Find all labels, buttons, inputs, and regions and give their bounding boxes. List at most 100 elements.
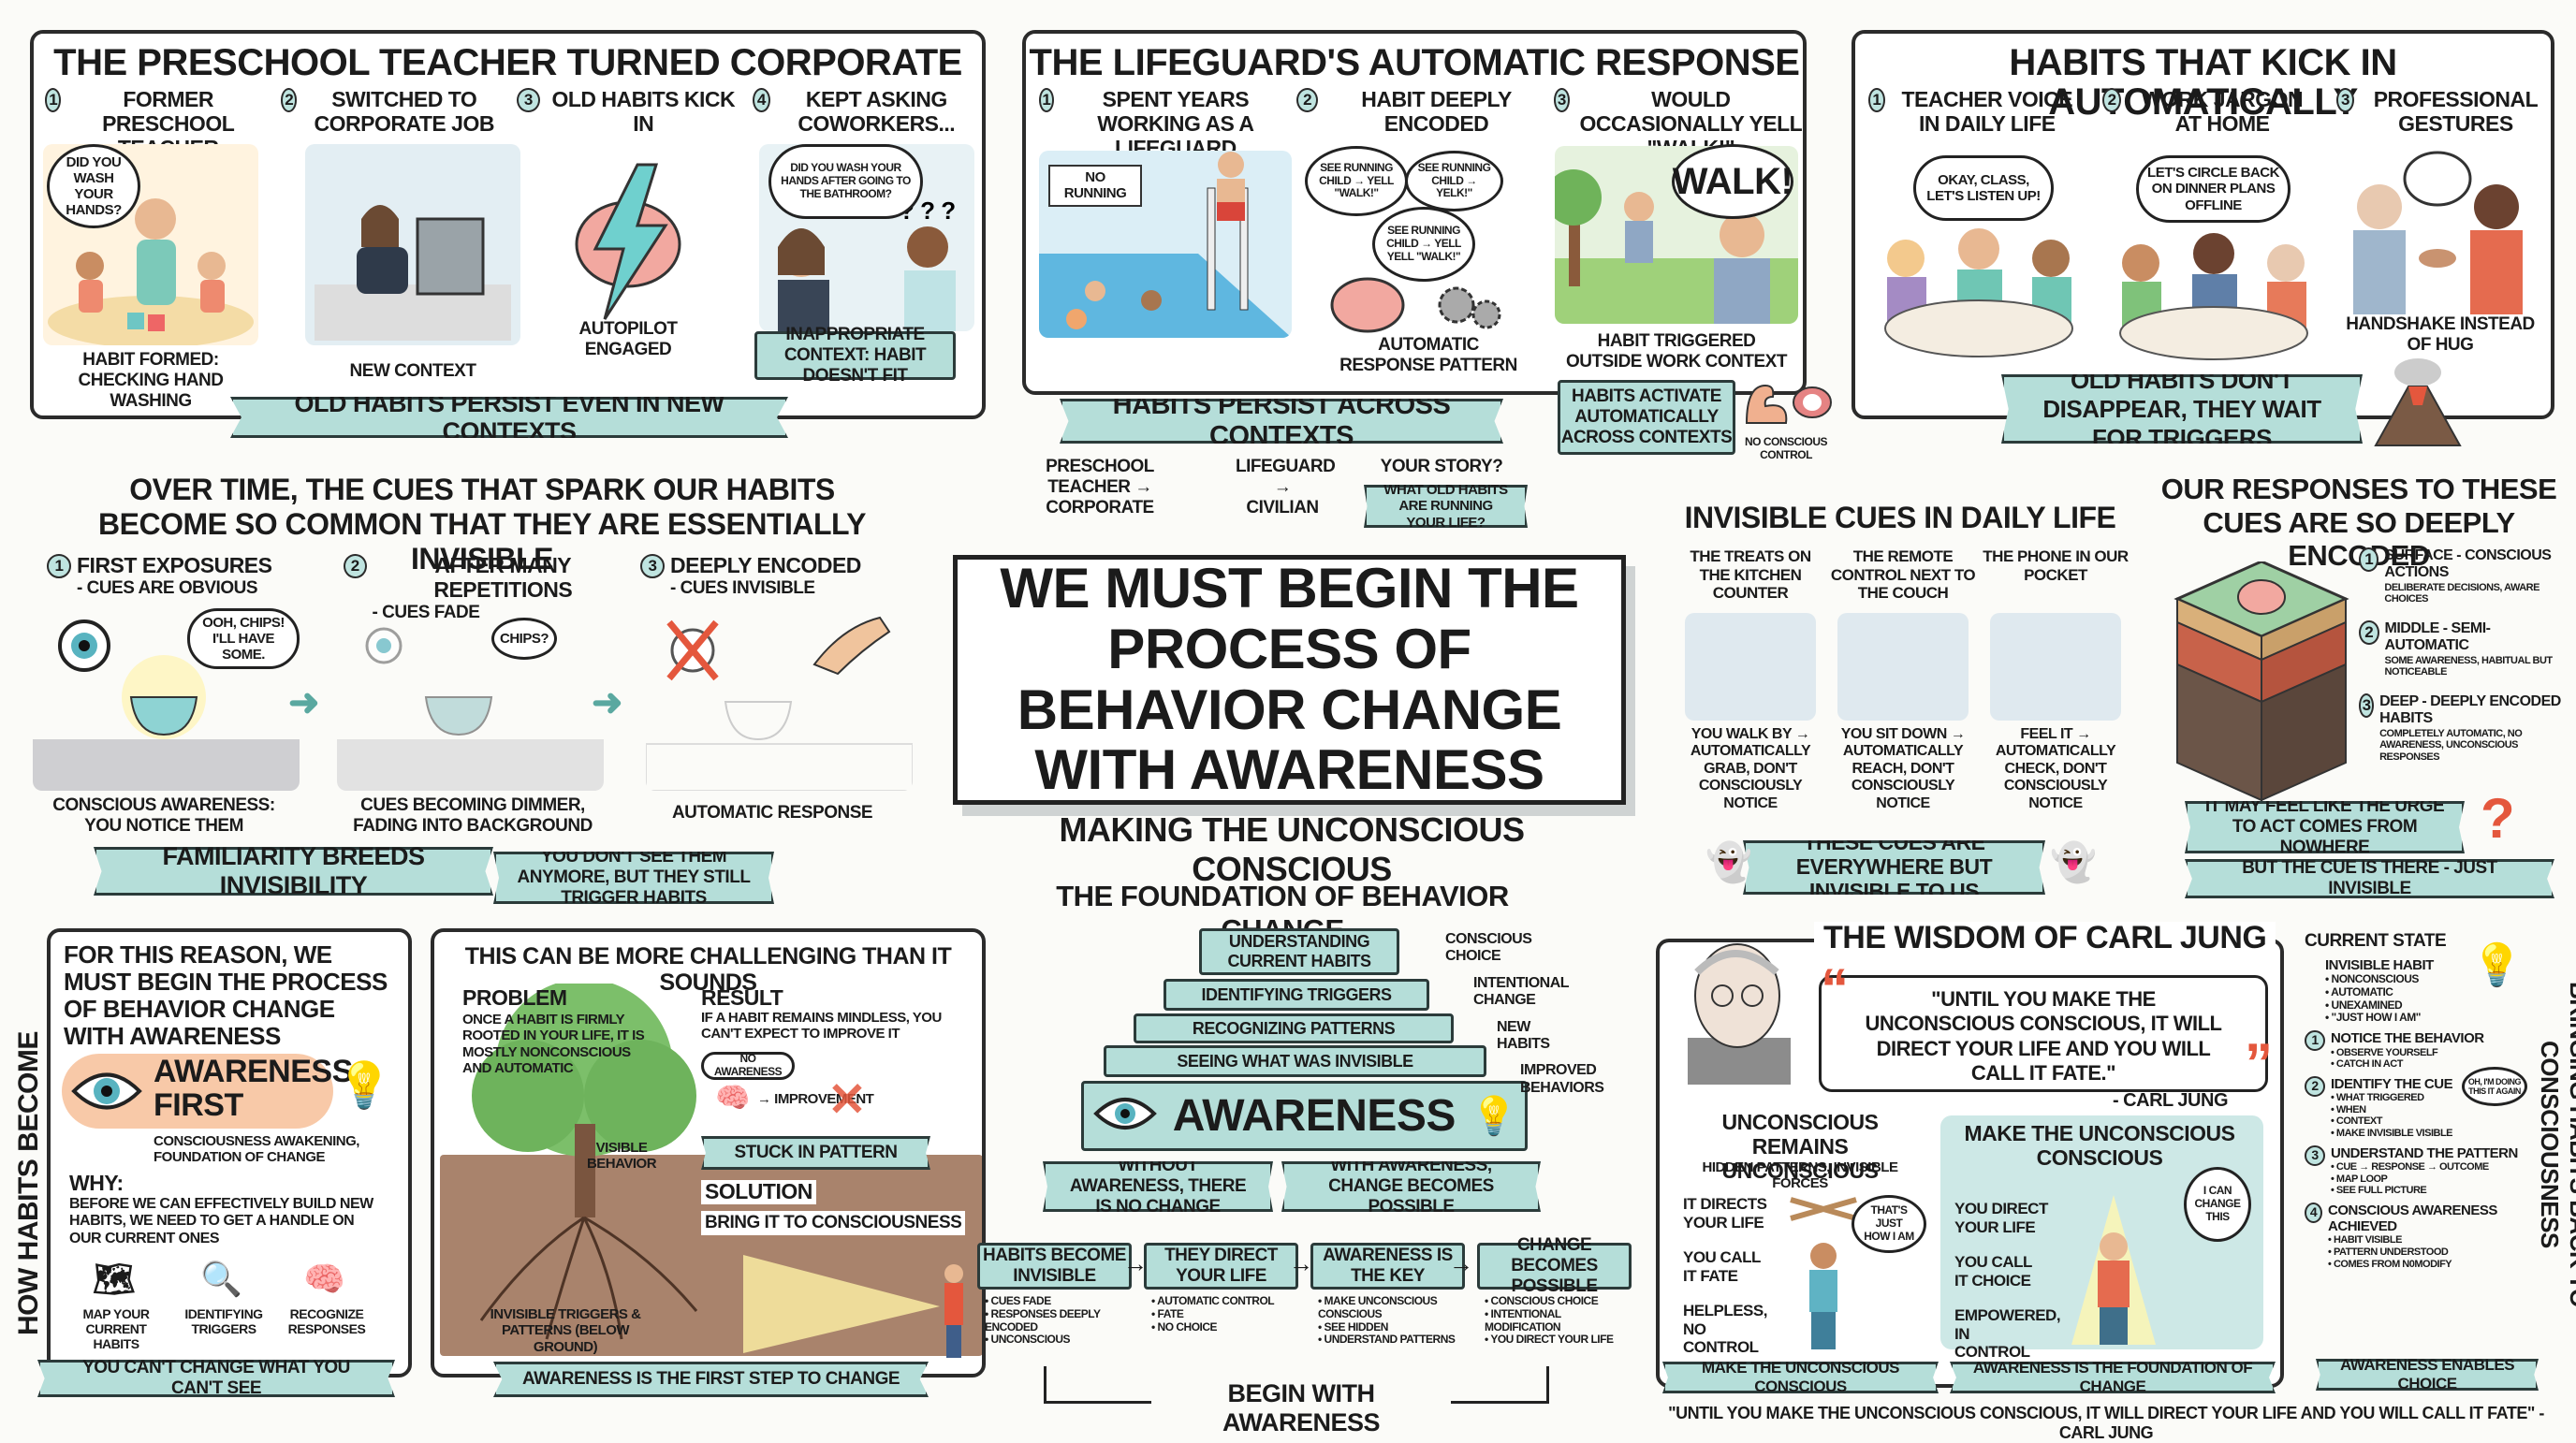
dinner-teacher-illustration: [1868, 221, 2088, 361]
flow-arrow-icon: →: [1289, 1249, 1313, 1277]
caption: CONSCIOUS AWARENESS: YOU NOTICE THEM: [52, 795, 275, 836]
caption: AUTOMATIC RESPONSE: [671, 803, 873, 823]
unconscious-title: UNCONSCIOUS REMAINS UNCONSCIOUS: [1721, 1110, 1879, 1183]
layer-title: SURFACE - CONSCIOUS ACTIONS: [2384, 547, 2552, 581]
familiarity-banner: FAMILIARITY BREEDS INVISIBILITY: [94, 847, 493, 896]
awareness-enables-choice-banner: AWARENESS ENABLES CHOICE: [2316, 1359, 2539, 1391]
step-heading: 1 SPENT YEARS WORKING AS A LIFEGUARD: [1039, 87, 1292, 160]
caption: HABIT TRIGGERED OUTSIDE WORK CONTEXT: [1566, 331, 1787, 372]
story-item: YOUR STORY?: [1380, 457, 1503, 476]
current-state-title: CURRENT STATE: [2305, 931, 2447, 951]
pyramid-outcomes: CONSCIOUS CHOICE INTENTIONAL CHANGE NEW …: [1445, 931, 1604, 1097]
panel-title: THE LIFEGUARD'S AUTOMATIC RESPONSE: [1029, 42, 1800, 83]
bullet: FATE: [1151, 1307, 1298, 1321]
step-title: CONSCIOUS AWARENESS ACHIEVED: [2328, 1202, 2497, 1235]
flow-step-title: THEY DIRECT YOUR LIFE: [1144, 1243, 1298, 1290]
step-bullets: HABIT VISIBLE PATTERN UNDERSTOOD COMES F…: [2328, 1234, 2529, 1270]
flow-step: AWARENESS IS THE KEY MAKE UNCONSCIOUS CO…: [1310, 1243, 1465, 1347]
step-title: UNDERSTAND THE PATTERN: [2331, 1144, 2518, 1161]
muscle-mouth-icon: [1739, 376, 1833, 432]
caption: AUTOMATIC RESPONSE PATTERN: [1339, 335, 1517, 375]
pyramid-step: RECOGNIZING PATTERNS: [1134, 1013, 1454, 1043]
step-number: 3: [2336, 88, 2354, 112]
still-trigger-banner: YOU DON'T SEE THEM ANYMORE, BUT THEY STI…: [493, 852, 774, 904]
flow-step-title: CHANGE BECOMES POSSIBLE: [1477, 1235, 1632, 1296]
lightbulb-icon: 💡: [336, 1061, 392, 1111]
layer-number: 2: [2359, 620, 2379, 645]
central-title-box: WE MUST BEGIN THE PROCESS OF BEHAVIOR CH…: [953, 555, 1626, 805]
tree-illustration: [444, 979, 753, 1348]
challenge-title: THIS CAN BE MORE CHALLENGING THAN IT SOU…: [464, 943, 952, 996]
bullet: CONTEXT: [2331, 1115, 2452, 1128]
line: IT DIRECTS YOUR LIFE: [1683, 1195, 1767, 1232]
line: YOU CALL IT FATE: [1683, 1248, 1761, 1285]
bullet: SEE FULL PICTURE: [2331, 1185, 2518, 1197]
bullet: CUES FADE: [985, 1294, 1132, 1308]
eye-icon: [69, 1063, 144, 1124]
no-conscious-control-label: NO CONSCIOUS CONTROL: [1744, 435, 1828, 461]
flashlight-illustration: [706, 1246, 977, 1358]
flow-step-bullets: CONSCIOUS CHOICE INTENTIONAL MODIFICATIO…: [1485, 1294, 1632, 1347]
layer-desc: DELIBERATE DECISIONS, AWARE CHOICES: [2384, 581, 2539, 605]
cue-invisible-banner: BUT THE CUE IS THERE - JUST INVISIBLE: [2185, 859, 2554, 898]
bullet: CUE → RESPONSE → OUTCOME: [2331, 1161, 2518, 1173]
chips-invisible-illustration: [646, 608, 913, 791]
line: EMPOWERED, IN CONTROL: [1954, 1306, 2061, 1362]
bullet: UNCONSCIOUS: [985, 1334, 1132, 1347]
flow-arrow-icon: →: [1449, 1249, 1473, 1277]
step-title: IDENTIFY THE CUE: [2331, 1075, 2453, 1092]
ghost-icon: 👻: [1705, 842, 1752, 883]
step-number: 2: [1296, 88, 1319, 112]
foundation-of-change-banner: AWARENESS IS THE FOUNDATION OF CHANGE: [1950, 1362, 2276, 1393]
step-number: 1: [1039, 88, 1054, 112]
improvement-text: IMPROVEMENT: [774, 1091, 874, 1107]
speech-bubble: LET'S CIRCLE BACK ON DINNER PLANS OFFLIN…: [2136, 155, 2291, 223]
jung-quote: "UNTIL YOU MAKE THE UNCONSCIOUS CONSCIOU…: [1865, 987, 2223, 1086]
step-label: DEEPLY ENCODED: [670, 553, 861, 577]
question-banner: WHAT OLD HABITS ARE RUNNING YOUR LIFE?: [1364, 485, 1528, 528]
lightbulb-icon: 💡: [1470, 1096, 1517, 1137]
bringing-habits-vertical-title: BRINGING HABITS BACK TO CONSCIOUSNESS: [2536, 982, 2576, 1307]
step-label: PROFESSIONAL GESTURES: [2373, 87, 2539, 136]
panel-title: THE PRESCHOOL TEACHER TURNED CORPORATE: [53, 42, 962, 83]
speech-bubble: OKAY, CLASS, LET'S LISTEN UP!: [1913, 155, 2054, 221]
caption: CUES BECOMING DIMMER, FADING INTO BACKGR…: [353, 795, 593, 836]
awareness-base-label: AWARENESS: [1172, 1091, 1456, 1141]
cue-label: THE TREATS ON THE KITCHEN COUNTER: [1690, 547, 1811, 603]
habits-persist-banner: HABITS PERSIST ACROSS CONTEXTS: [1060, 399, 1503, 444]
result-text: IF A HABIT REMAINS MINDLESS, YOU CAN'T E…: [701, 1010, 942, 1042]
cue-action: YOU WALK BY → AUTOMATICALLY GRAB, DON'T …: [1690, 726, 1811, 811]
awareness-first-sub: CONSCIOUSNESS AWAKENING, FOUNDATION OF C…: [154, 1133, 359, 1166]
with-awareness-banner: WITH AWARENESS, CHANGE BECOMES POSSIBLE: [1281, 1161, 1541, 1212]
awareness-step: 2 IDENTIFY THE CUE WHAT TRIGGERED WHEN C…: [2305, 1075, 2529, 1140]
ghost-icon: 👻: [2050, 842, 2097, 883]
step-label: SPENT YEARS WORKING AS A LIFEGUARD: [1097, 87, 1254, 160]
speech-bubble: OH, I'M DOING THIS IT AGAIN: [2462, 1067, 2527, 1106]
outcome-label: INTENTIONAL CHANGE: [1473, 974, 1569, 1009]
pyramid-step: IDENTIFYING TRIGGERS: [1164, 979, 1429, 1011]
step-label: AFTER MANY REPETITIONS: [433, 553, 573, 602]
step-label: FIRST EXPOSURES: [77, 553, 272, 577]
step-title: NOTICE THE BEHAVIOR: [2331, 1030, 2484, 1047]
step-number: 2: [344, 554, 367, 578]
step-heading: 3 PROFESSIONAL GESTURES: [2336, 87, 2552, 137]
result-label: RESULT: [701, 985, 783, 1010]
brain-icon: 🧠: [303, 1260, 345, 1298]
speech-bubble: I CAN CHANGE THIS: [2184, 1167, 2251, 1242]
step-number: 3: [640, 554, 665, 578]
current-state-column: CURRENT STATE INVISIBLE HABIT NONCONSCIO…: [2305, 931, 2529, 1270]
step-bullets: CUE → RESPONSE → OUTCOME MAP LOOP SEE FU…: [2331, 1161, 2518, 1197]
awareness-step: 1 NOTICE THE BEHAVIOR OBSERVE YOURSELF C…: [2305, 1030, 2529, 1071]
bullet: MAP LOOP: [2331, 1173, 2518, 1186]
thought-bubble: SEE RUNNING CHILD → YELK!": [1405, 151, 1503, 211]
free-puppet-illustration: [2062, 1176, 2165, 1349]
icon-label: MAP YOUR CURRENT HABITS: [82, 1306, 150, 1352]
question-mark-icon: ?: [2481, 787, 2515, 850]
step-number: 1: [2305, 1030, 2325, 1052]
bullet: UNDERSTAND PATTERNS: [1318, 1334, 1465, 1347]
